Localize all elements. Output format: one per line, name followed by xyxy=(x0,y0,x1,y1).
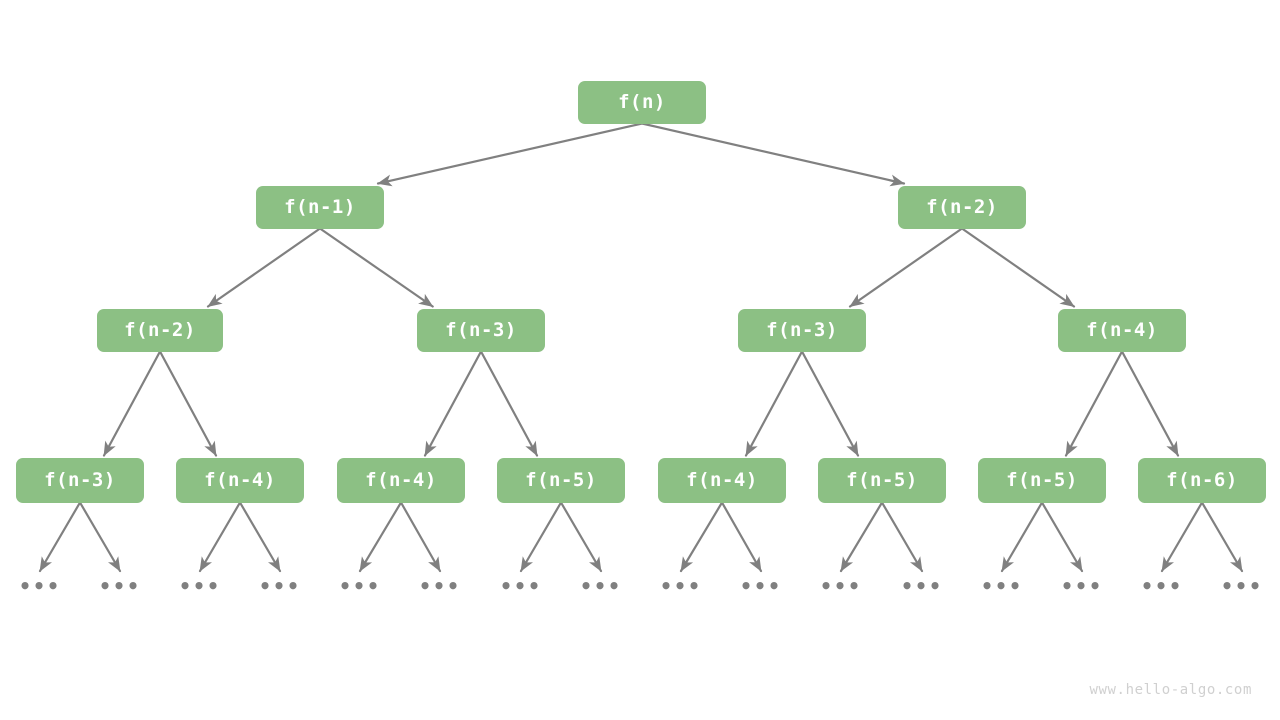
ellipsis-marker: ••• xyxy=(1060,574,1104,598)
tree-edge xyxy=(1120,350,1180,457)
tree-edge xyxy=(839,501,884,573)
tree-edge xyxy=(206,227,322,308)
tree-node-label: f(n-3) xyxy=(44,469,116,491)
tree-edge xyxy=(880,501,924,573)
ellipsis-marker: ••• xyxy=(659,574,703,598)
tree-edge xyxy=(640,122,906,187)
tree-edge xyxy=(1064,350,1124,457)
tree-node-label: f(n-4) xyxy=(686,469,758,491)
tree-node[interactable]: f(n-4) xyxy=(1058,308,1186,352)
tree-edge xyxy=(238,501,282,573)
ellipsis-marker: ••• xyxy=(900,574,944,598)
tree-node-label: f(n-4) xyxy=(1086,319,1158,341)
tree-edge xyxy=(679,501,724,573)
ellipsis-marker: ••• xyxy=(499,574,543,598)
tree-edge xyxy=(559,501,603,573)
ellipsis-marker: ••• xyxy=(18,574,62,598)
tree-node-label: f(n-4) xyxy=(365,469,437,491)
tree-node-label: f(n-3) xyxy=(445,319,517,341)
tree-node[interactable]: f(n-2) xyxy=(898,185,1026,229)
tree-node[interactable]: f(n-5) xyxy=(978,457,1106,503)
tree-edge xyxy=(1040,501,1084,573)
tree-node-label: f(n-3) xyxy=(766,319,838,341)
tree-node[interactable]: f(n-6) xyxy=(1138,457,1266,503)
tree-edge xyxy=(720,501,763,573)
tree-node-label: f(n-5) xyxy=(846,469,918,491)
ellipsis-marker: ••• xyxy=(980,574,1024,598)
tree-edge xyxy=(38,501,82,573)
tree-node-label: f(n-5) xyxy=(525,469,597,491)
ellipsis-marker: ••• xyxy=(579,574,623,598)
tree-edge xyxy=(479,350,539,457)
tree-node[interactable]: f(n) xyxy=(578,80,706,124)
tree-node[interactable]: f(n-3) xyxy=(738,308,866,352)
tree-node[interactable]: f(n-3) xyxy=(16,457,144,503)
ellipsis-marker: ••• xyxy=(1220,574,1264,598)
tree-edge xyxy=(519,501,563,573)
tree-node[interactable]: f(n-4) xyxy=(337,457,465,503)
tree-edge xyxy=(376,122,644,187)
tree-node[interactable]: f(n-4) xyxy=(658,457,786,503)
tree-edge xyxy=(848,227,964,308)
ellipsis-marker: ••• xyxy=(178,574,222,598)
tree-node[interactable]: f(n-1) xyxy=(256,185,384,229)
tree-edge xyxy=(358,501,403,573)
tree-node[interactable]: f(n-4) xyxy=(176,457,304,503)
ellipsis-marker: ••• xyxy=(338,574,382,598)
ellipsis-marker: ••• xyxy=(98,574,142,598)
tree-edge xyxy=(1200,501,1244,573)
tree-node[interactable]: f(n-5) xyxy=(818,457,946,503)
tree-edge xyxy=(1160,501,1204,573)
tree-edge xyxy=(1000,501,1044,573)
tree-node[interactable]: f(n-3) xyxy=(417,308,545,352)
tree-node[interactable]: f(n-5) xyxy=(497,457,625,503)
tree-node-label: f(n) xyxy=(618,91,666,113)
tree-node-label: f(n-2) xyxy=(124,319,196,341)
tree-node-label: f(n-6) xyxy=(1166,469,1238,491)
tree-edge xyxy=(800,350,860,457)
tree-node-label: f(n-5) xyxy=(1006,469,1078,491)
tree-edge xyxy=(102,350,162,457)
watermark-text: www.hello-algo.com xyxy=(1089,682,1252,698)
tree-edge xyxy=(198,501,242,573)
tree-edge xyxy=(744,350,804,457)
ellipsis-marker: ••• xyxy=(739,574,783,598)
tree-edge xyxy=(399,501,442,573)
tree-edge xyxy=(158,350,218,457)
ellipsis-marker: ••• xyxy=(418,574,462,598)
ellipsis-marker: ••• xyxy=(1140,574,1184,598)
tree-node-label: f(n-4) xyxy=(204,469,276,491)
tree-node[interactable]: f(n-2) xyxy=(97,308,223,352)
tree-edge xyxy=(318,227,434,308)
ellipsis-marker: ••• xyxy=(258,574,302,598)
tree-edge xyxy=(960,227,1076,308)
tree-node-label: f(n-1) xyxy=(284,196,356,218)
tree-node-label: f(n-2) xyxy=(926,196,998,218)
ellipsis-marker: ••• xyxy=(819,574,863,598)
tree-edge xyxy=(78,501,122,573)
tree-edge xyxy=(423,350,483,457)
